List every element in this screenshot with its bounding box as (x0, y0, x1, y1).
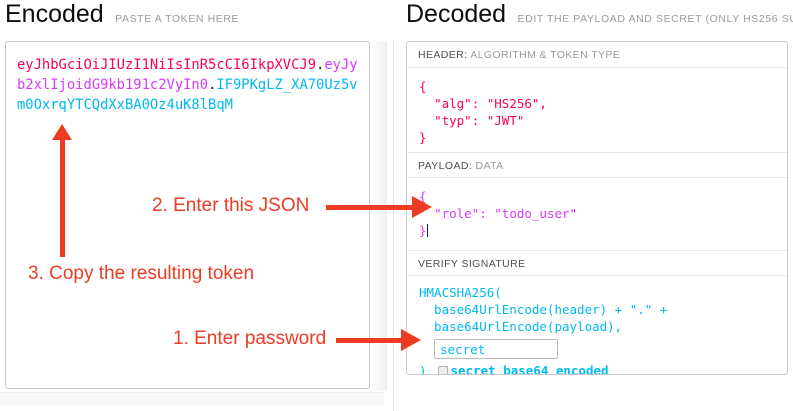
token-input[interactable]: eyJhbGciOiJIUzI1NiIsInR5cCI6IkpXVCJ9.eyJ… (5, 41, 370, 389)
token-separator-dot: . (208, 77, 217, 93)
encoded-subtitle: PASTE A TOKEN HERE (115, 13, 240, 25)
base64-encoded-checkbox[interactable] (437, 365, 448, 374)
verify-signature-label-strong: VERIFY SIGNATURE (418, 258, 526, 270)
header-section-label: HEADER: ALGORITHM & TOKEN TYPE (407, 42, 787, 68)
payload-section-label-strong: PAYLOAD: (418, 160, 473, 172)
verify-signature-label: VERIFY SIGNATURE (407, 250, 787, 276)
signature-close-paren: ) (419, 363, 427, 375)
signature-block: HMACSHA256( base64UrlEncode(header) + ".… (407, 276, 787, 375)
arrow-up-icon (52, 124, 72, 140)
token-separator-dot: . (316, 57, 325, 73)
decoded-header: Decoded EDIT THE PAYLOAD AND SECRET (ONL… (406, 0, 793, 34)
token-payload-segment: eyJyb2xlIjoidG9kb191c2VyIn0 (17, 57, 358, 93)
arrow-right-icon (326, 205, 413, 210)
payload-json: { "role": "todo_user" } (419, 189, 578, 238)
header-json-editor[interactable]: { "alg": "HS256", "typ": "JWT" } (419, 79, 547, 145)
arrow-right-icon (412, 196, 432, 218)
secret-input[interactable] (434, 339, 558, 359)
decoded-title: Decoded (406, 0, 507, 28)
horizontal-scrollbar[interactable] (0, 392, 384, 405)
arrow-right-icon (336, 338, 402, 343)
header-section-label-rest: ALGORITHM & TOKEN TYPE (467, 49, 621, 61)
base64-encoded-checkbox-label[interactable]: secret base64 encoded (450, 363, 609, 375)
signature-line-3: base64UrlEncode(payload), (419, 319, 623, 334)
signature-line-1: HMACSHA256( (419, 285, 502, 300)
encoded-title: Encoded (5, 0, 104, 28)
signature-line-2: base64UrlEncode(header) + "." + (419, 302, 668, 317)
encoded-header: Encoded PASTE A TOKEN HERE (5, 0, 239, 34)
annotation-step3: 3. Copy the resulting token (28, 263, 255, 284)
vertical-scrollbar[interactable] (374, 41, 387, 391)
annotation-step1: 1. Enter password (173, 328, 327, 349)
payload-section-label: PAYLOAD: DATA (407, 152, 787, 178)
arrow-up-icon (60, 139, 65, 257)
annotation-step2: 2. Enter this JSON (152, 195, 310, 216)
decoded-panel: HEADER: ALGORITHM & TOKEN TYPE { "alg": … (406, 41, 788, 375)
token-signature-segment: IF9PKgLZ_XA70Uz5vm0OxrqYTCQdXxBA0Oz4uK8l… (17, 77, 358, 113)
decoded-subtitle: EDIT THE PAYLOAD AND SECRET (ONLY HS256 … (517, 13, 793, 25)
payload-json-editor[interactable]: { "role": "todo_user" } (407, 178, 787, 250)
token-header-segment: eyJhbGciOiJIUzI1NiIsInR5cCI6IkpXVCJ9 (17, 57, 317, 73)
column-divider (393, 40, 394, 411)
header-section-label-strong: HEADER: (418, 49, 468, 61)
arrow-right-icon (401, 329, 421, 351)
text-cursor (426, 224, 428, 237)
payload-section-label-rest: DATA (472, 160, 504, 172)
